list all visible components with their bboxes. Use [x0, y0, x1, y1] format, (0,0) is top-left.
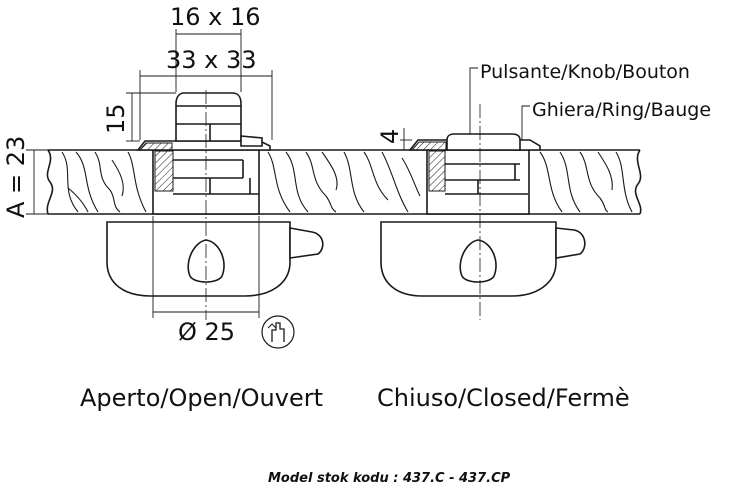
push-hand-icon — [261, 315, 295, 349]
dim-ring-size: 33 x 33 — [166, 46, 257, 74]
dim-diameter: Ø 25 — [178, 318, 235, 346]
closed-teardrop — [459, 239, 497, 283]
callout-leaders — [469, 67, 530, 140]
wood-panel — [46, 149, 642, 215]
dim-knob-height: 15 — [102, 103, 130, 134]
caption-open: Aperto/Open/Ouvert — [80, 384, 323, 412]
dim-thickness: A = 23 — [2, 136, 30, 218]
open-knob — [175, 92, 242, 142]
callout-ring: Ghiera/Ring/Bauge — [532, 99, 711, 121]
closed-lever — [555, 227, 586, 259]
open-lever — [289, 227, 324, 259]
wood-grain — [61, 151, 633, 213]
dim-closed-height: 4 — [376, 129, 404, 144]
closed-knob — [446, 133, 521, 151]
open-latch — [106, 90, 324, 320]
dimension-lines — [26, 29, 412, 318]
callout-knob: Pulsante/Knob/Bouton — [480, 61, 690, 83]
model-code: Model stok kodu : 437.C - 437.CP — [268, 471, 511, 486]
caption-closed: Chiuso/Closed/Fermè — [377, 384, 630, 412]
closed-latch — [380, 104, 586, 320]
dim-knob-size: 16 x 16 — [170, 3, 261, 31]
